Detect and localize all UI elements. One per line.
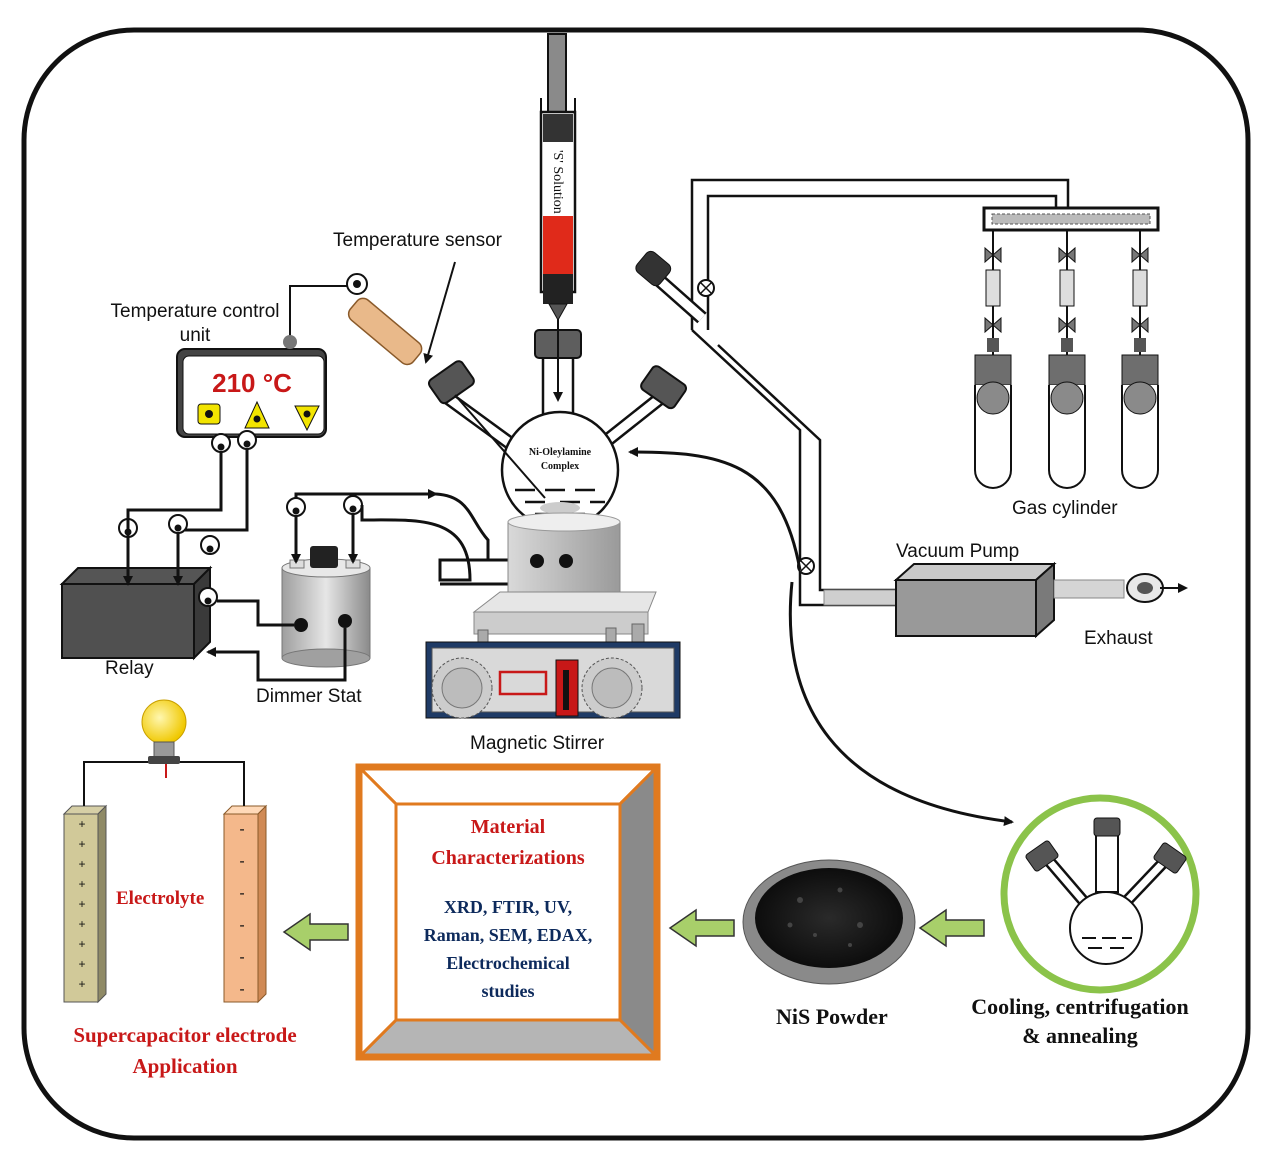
gas-manifold (982, 206, 1160, 232)
dimmer-stat (281, 546, 371, 668)
electrolyte-label: Electrolyte (116, 888, 205, 909)
svg-text:-: - (239, 853, 244, 870)
green-arrows (282, 908, 985, 952)
cooling-flask-ring (1000, 794, 1200, 994)
relay-label: Relay (105, 658, 154, 679)
magnetic-stirrer (425, 512, 681, 719)
nis-powder-label: NiS Powder (776, 1004, 888, 1029)
svg-text:+: + (78, 917, 85, 931)
characterization-techniques: XRD, FTIR, UV, Raman, SEM, EDAX, Electro… (423, 897, 593, 1001)
svg-text:-: - (239, 917, 244, 934)
svg-text:+: + (78, 857, 85, 871)
cooling-label: Cooling, centrifugation & annealing (971, 994, 1189, 1048)
supercapacitor-label: Supercapacitor electrode Application (73, 1023, 297, 1078)
supercapacitor-electrodes (62, 804, 268, 1004)
process-arrow-to-flask (628, 447, 802, 571)
syringe: 'S' Solution (539, 33, 577, 322)
syringe-label: 'S' Solution (550, 150, 565, 214)
sensor-pointer-arrow (423, 261, 456, 364)
outer-frame (21, 27, 1251, 1141)
arrow-left-icon (668, 908, 735, 948)
temperature-control-unit: 210 °C (176, 348, 327, 438)
svg-text:-: - (239, 821, 244, 838)
gas-cylinders (974, 230, 1159, 489)
svg-text:-: - (239, 981, 244, 998)
svg-text:+: + (78, 897, 85, 911)
flask-content-label: Ni-Oleylamine Complex (528, 447, 592, 472)
relay (59, 565, 213, 661)
svg-text:+: + (78, 937, 85, 951)
circuit-wire (83, 761, 245, 806)
characterization-frame (355, 763, 661, 1061)
characterization-title: Material Characterizations (431, 816, 585, 869)
pump-inlet-tube (823, 589, 901, 606)
three-neck-flask (427, 318, 688, 530)
temperature-sensor-probe (346, 273, 423, 366)
exhaust-label: Exhaust (1084, 628, 1153, 649)
svg-text:+: + (78, 877, 85, 891)
light-bulb-icon (141, 699, 187, 778)
vacuum-pump (893, 561, 1188, 639)
temperature-display: 210 °C (212, 368, 292, 398)
svg-text:-: - (239, 949, 244, 966)
svg-text:+: + (78, 957, 85, 971)
svg-text:+: + (78, 837, 85, 851)
temperature-sensor-label: Temperature sensor (333, 230, 502, 251)
electrode-plus-signs: + + + + + + + + + (78, 817, 85, 991)
arrow-left-icon (282, 912, 349, 952)
control-wires (123, 449, 571, 682)
gas-cylinder-label: Gas cylinder (1012, 498, 1118, 519)
svg-text:+: + (78, 817, 85, 831)
magnetic-stirrer-label: Magnetic Stirrer (470, 733, 605, 754)
dimmer-stat-label: Dimmer Stat (256, 686, 362, 707)
electrode-minus-signs: - - - - - - (239, 821, 244, 998)
temperature-control-label: Temperature control unit (110, 301, 280, 346)
vacuum-pump-label: Vacuum Pump (896, 541, 1020, 562)
sensor-wire (289, 285, 347, 300)
svg-text:-: - (239, 885, 244, 902)
svg-text:+: + (78, 977, 85, 991)
wire-connector-dots (124, 440, 357, 605)
nis-powder-dish (742, 859, 916, 985)
gas-inlet-stopper (635, 250, 707, 324)
process-arrow-to-cooling (788, 581, 1014, 826)
arrow-left-icon (918, 908, 985, 948)
